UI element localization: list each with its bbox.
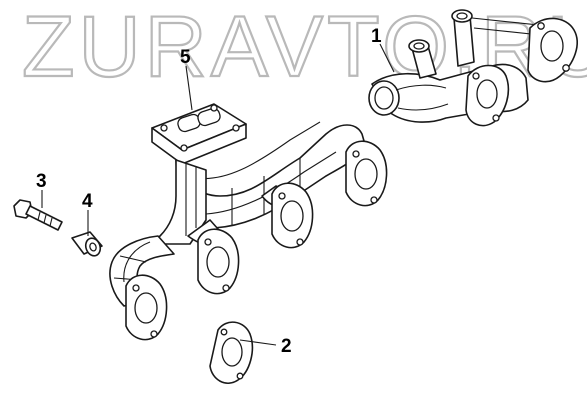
manifold-port-flange-1 (125, 274, 168, 341)
manifold-outlet-flange (151, 103, 247, 165)
leader-1 (379, 43, 395, 73)
bolt-part-3 (13, 199, 63, 231)
manifold-port-flange-4 (345, 140, 388, 207)
callout-number-1: 1 (371, 26, 382, 47)
manifold-port-flange-2 (197, 228, 240, 295)
callout-numbers: 1 2 3 4 5 (36, 26, 382, 357)
manifold-port-flange-3 (271, 182, 314, 249)
callout-number-2: 2 (281, 336, 292, 357)
spacer-sleeve-part-4 (71, 231, 103, 257)
coolant-pipe-part-1 (368, 9, 578, 127)
leader-5 (185, 65, 193, 111)
callout-number-3: 3 (36, 171, 47, 192)
exhaust-gasket-part-2 (209, 321, 254, 384)
leader-2 (239, 339, 277, 346)
callout-number-5: 5 (180, 47, 191, 68)
callout-leaders (41, 43, 395, 346)
callout-number-4: 4 (82, 191, 93, 212)
